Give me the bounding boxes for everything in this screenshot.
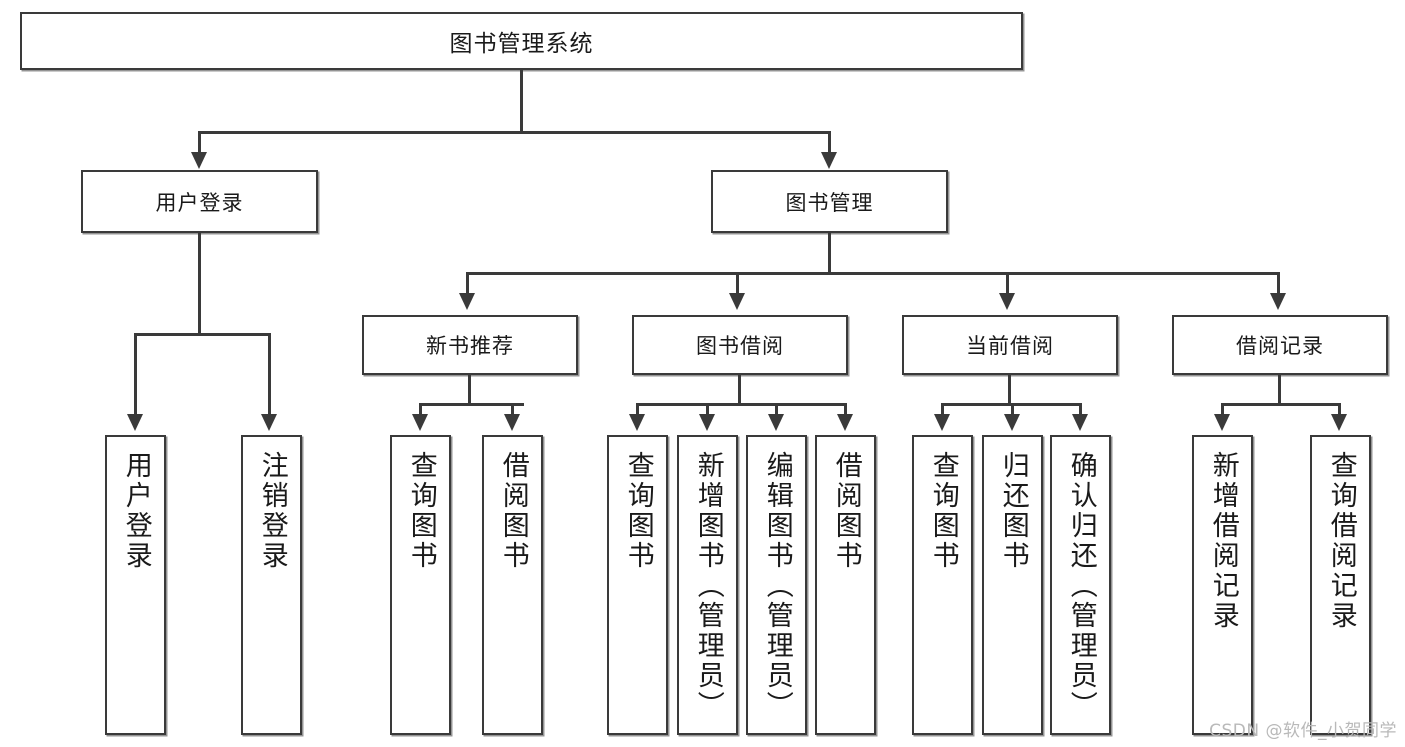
arrowhead-bm-borrow-record [1270,293,1286,310]
edge-user-login-to-leaf-2 [268,333,271,417]
edge-bm-to-borrow-record [1277,272,1280,296]
edge-book-borrow-stem [738,375,741,406]
leaf-book-borrow-query-book[interactable]: 查询图书 [607,435,668,735]
edge-book-borrow-to-leaf-2 [706,403,709,417]
arrowhead-borrow-record-leaf-2 [1331,414,1347,431]
edge-borrow-record-to-leaf-1 [1221,403,1224,417]
arrowhead-bm-new-book [459,293,475,310]
node-label: 新书推荐 [426,334,514,358]
leaf-current-borrow-confirm-return-admin[interactable]: 确认归还（管理员） [1050,435,1111,735]
node-label: 用户登录 [155,190,244,215]
leaf-label: 注销登录 [256,451,288,571]
arrowhead-current-borrow-leaf-2 [1004,414,1020,431]
node-current-borrow[interactable]: 当前借阅 [902,315,1118,375]
edge-current-borrow-stem [1008,375,1011,406]
edge-bm-to-book-borrow [736,272,739,296]
edge-book-borrow-bus [636,403,846,406]
edge-user-login-bus [134,333,270,336]
node-label: 图书管理系统 [449,31,594,57]
leaf-new-book-borrow-book[interactable]: 借阅图书 [482,435,543,735]
edge-book-borrow-to-leaf-4 [844,403,847,417]
leaf-book-borrow-edit-book-admin[interactable]: 编辑图书（管理员） [746,435,807,735]
edge-borrow-record-bus [1221,403,1341,406]
edge-book-management-bus [466,272,1280,275]
leaf-book-borrow-add-book-admin[interactable]: 新增图书（管理员） [677,435,738,735]
leaf-label: 确认归还（管理员） [1065,451,1097,721]
edge-new-book-stem [468,375,471,406]
leaf-user-login-login[interactable]: 用户登录 [105,435,166,735]
leaf-borrow-record-query-record[interactable]: 查询借阅记录 [1310,435,1371,735]
arrowhead-user-login-leaf-1 [127,414,143,431]
edge-bm-to-new-book [466,272,469,296]
edge-current-borrow-to-leaf-1 [941,403,944,417]
arrowhead-book-borrow-leaf-4 [837,414,853,431]
edge-book-management-stem [828,233,831,275]
leaf-user-login-logout[interactable]: 注销登录 [241,435,302,735]
edge-new-book-to-leaf-2 [511,403,514,417]
leaf-label: 新增图书（管理员） [692,451,724,721]
leaf-label: 借阅图书 [497,451,529,571]
arrowhead-new-book-leaf-1 [412,414,428,431]
node-label: 借阅记录 [1236,334,1324,358]
leaf-current-borrow-query-book[interactable]: 查询图书 [912,435,973,735]
leaf-book-borrow-borrow-book[interactable]: 借阅图书 [815,435,876,735]
leaf-label: 查询图书 [622,451,654,571]
edge-user-login-to-leaf-1 [134,333,137,417]
leaf-current-borrow-return-book[interactable]: 归还图书 [982,435,1043,735]
arrowhead-current-borrow-leaf-3 [1072,414,1088,431]
edge-bm-to-current-borrow [1006,272,1009,296]
arrowhead-borrow-record-leaf-1 [1214,414,1230,431]
node-label: 当前借阅 [966,334,1054,358]
arrowhead-bm-book-borrow [729,293,745,310]
leaf-label: 用户登录 [120,451,152,571]
node-user-login[interactable]: 用户登录 [81,170,318,233]
leaf-label: 查询借阅记录 [1325,451,1357,631]
edge-borrow-record-to-leaf-2 [1338,403,1341,417]
edge-root-to-user-login [198,131,201,155]
node-book-management[interactable]: 图书管理 [711,170,948,233]
leaf-label: 借阅图书 [830,451,862,571]
arrowhead-bm-current-borrow [999,293,1015,310]
edge-current-borrow-to-leaf-2 [1011,403,1014,417]
node-book-borrow[interactable]: 图书借阅 [632,315,848,375]
leaf-label: 编辑图书（管理员） [761,451,793,721]
node-label: 图书借阅 [696,334,784,358]
leaf-new-book-query-book[interactable]: 查询图书 [390,435,451,735]
arrowhead-book-borrow-leaf-3 [768,414,784,431]
leaf-label: 查询图书 [405,451,437,571]
watermark-text: CSDN @软件_小贺同学 [1209,721,1397,741]
edge-book-borrow-to-leaf-3 [775,403,778,417]
edge-new-book-to-leaf-1 [419,403,422,417]
arrowhead-to-book-management [821,152,837,169]
arrowhead-current-borrow-leaf-1 [934,414,950,431]
node-label: 图书管理 [785,190,874,215]
edge-borrow-record-stem [1278,375,1281,406]
node-root-book-management-system[interactable]: 图书管理系统 [20,12,1023,70]
arrowhead-user-login-leaf-2 [261,414,277,431]
edge-new-book-bus [419,403,524,406]
edge-root-to-book-management [828,131,831,155]
leaf-label: 归还图书 [997,451,1029,571]
arrowhead-new-book-leaf-2 [504,414,520,431]
leaf-label: 查询图书 [927,451,959,571]
node-new-book-recommend[interactable]: 新书推荐 [362,315,578,375]
edge-user-login-stem [198,233,201,336]
leaf-label: 新增借阅记录 [1207,451,1239,631]
edge-current-borrow-to-leaf-3 [1079,403,1082,417]
node-borrow-record[interactable]: 借阅记录 [1172,315,1388,375]
arrowhead-to-user-login [191,152,207,169]
edge-root-stem [520,70,523,133]
arrowhead-book-borrow-leaf-2 [699,414,715,431]
edge-book-borrow-to-leaf-1 [636,403,639,417]
leaf-borrow-record-add-record[interactable]: 新增借阅记录 [1192,435,1253,735]
arrowhead-book-borrow-leaf-1 [629,414,645,431]
edge-root-bus [198,131,831,134]
